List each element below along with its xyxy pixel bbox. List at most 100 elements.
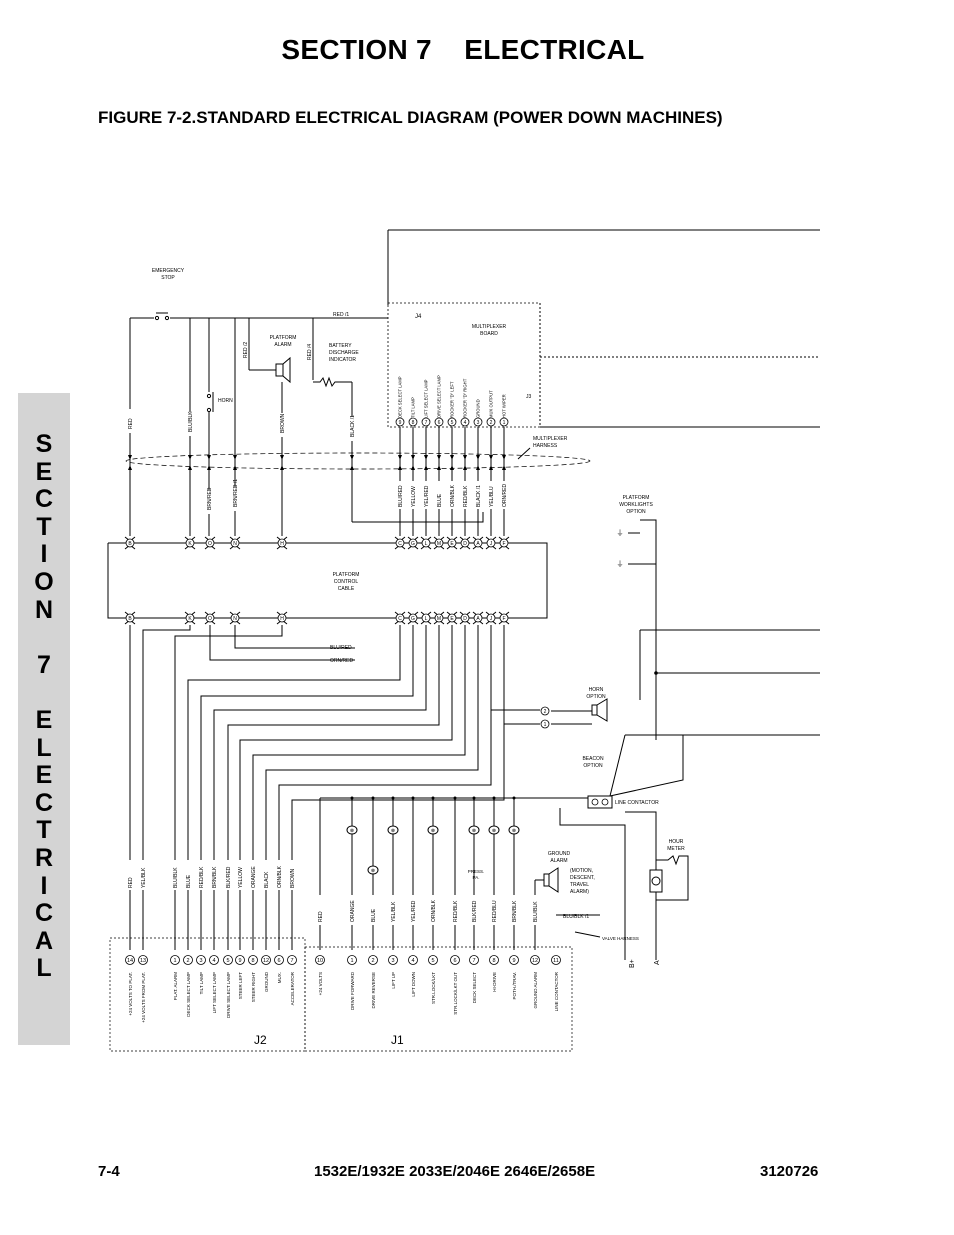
j3-pin-label: GROUND	[476, 399, 481, 418]
j2-pin-label: TILT LAMP	[199, 972, 204, 994]
connector-pin	[473, 613, 483, 623]
lower-wire-label: BRN/BLK	[512, 900, 518, 922]
label-bg	[461, 481, 469, 509]
label-bg	[278, 413, 286, 437]
side-tab-letter: E	[35, 457, 53, 486]
platform-worklights-label: OPTION	[626, 509, 646, 515]
connector-pin-label: O	[208, 616, 212, 622]
j2-pin-label: 6	[277, 958, 280, 964]
lower-wire-label: BROWN	[290, 868, 296, 888]
option-pin-label: 1	[544, 722, 547, 728]
j2-pin-label: LIFT SELECT LAMP	[212, 972, 217, 1013]
j1-pin-label: 4	[411, 958, 414, 964]
j3-pin-label: ROCKER "D" RIGHT	[463, 378, 468, 418]
valve-coil	[346, 825, 358, 835]
valve-coil-icon: ⊗	[391, 828, 395, 834]
wire-arrow	[424, 455, 428, 460]
connector-pin	[473, 538, 483, 548]
lower-wire-label: BLU/BLK	[533, 901, 539, 922]
wire	[503, 625, 540, 725]
connector-pin-label: J	[490, 616, 493, 622]
wire	[174, 625, 283, 950]
j2-pin	[138, 955, 148, 965]
j2-pin	[274, 955, 284, 965]
wire-arrow	[233, 465, 237, 470]
j2-pin	[261, 955, 271, 965]
valve-coil	[387, 825, 399, 835]
wire-arrow	[188, 455, 192, 460]
label-bg	[389, 895, 397, 925]
beacon-option-label: BEACON	[582, 756, 604, 762]
label-bg	[500, 481, 508, 509]
label-bg	[184, 860, 192, 890]
connector-pin	[421, 613, 431, 623]
hour-meter-label: HOUR	[669, 839, 684, 845]
j1-pin	[347, 955, 357, 965]
j2-label: J2	[254, 1033, 267, 1047]
junction	[512, 796, 516, 800]
model-numbers: 1532E/1932E 2033E/2046E 2646E/2658E	[314, 1163, 596, 1180]
lower-wire-label: BRN/BLK	[212, 866, 218, 888]
horn-label: HORN	[218, 398, 233, 404]
lower-wire-label: YEL/RED	[411, 900, 417, 922]
label-bg	[474, 481, 482, 509]
wire-arrow	[350, 465, 354, 470]
j3-pin	[408, 417, 418, 427]
platform-alarm-label: ALARM	[274, 342, 291, 348]
j1-pin-label: 9	[512, 958, 515, 964]
connector-pin	[460, 538, 470, 548]
wire-arrow	[207, 455, 211, 460]
lower-wire-label: YELLOW	[238, 867, 244, 888]
j1-pin	[315, 955, 325, 965]
label-bg	[396, 481, 404, 509]
j3-pin	[447, 417, 457, 427]
label-bg	[210, 860, 218, 890]
label-bg	[429, 895, 437, 925]
upper-wire-label: BRN/RED	[207, 487, 213, 510]
wire-arrow	[489, 455, 493, 460]
j1-pin	[428, 955, 438, 965]
beacon-pin	[601, 798, 609, 806]
connector-pin-label: C	[398, 616, 402, 622]
label-bg	[236, 860, 244, 890]
side-tab-letter: 7	[37, 650, 51, 679]
connector-pin-label: A	[476, 616, 480, 622]
upper-wire-label: BLACK /1	[350, 415, 356, 437]
leader-line	[517, 447, 531, 460]
j2-pin-label: PLAT. ALARM	[173, 972, 178, 1000]
valve-coil	[488, 825, 500, 835]
valve-coil	[508, 825, 520, 835]
valve-coil-icon: ⊗	[512, 828, 516, 834]
connector-pin-label: L	[425, 541, 428, 547]
j1-pin	[408, 955, 418, 965]
wire-arrow	[188, 465, 192, 470]
wire-arrow	[463, 455, 467, 460]
j2-pin-label: 12	[263, 958, 269, 964]
j1-pin-label: 6	[453, 958, 456, 964]
j2-pin-label: 2	[186, 958, 189, 964]
connector-pin-label: D	[463, 541, 467, 547]
label-bg	[171, 860, 179, 890]
valve-coil	[367, 865, 379, 875]
junction	[472, 796, 476, 800]
lower-wire-label: YEL/BLK	[141, 867, 147, 888]
j2-pin-label: 7	[290, 958, 293, 964]
junction	[453, 796, 457, 800]
wire-label: RED /2	[243, 342, 249, 358]
connector-pin	[486, 613, 496, 623]
j1-pin	[450, 955, 460, 965]
label-bg	[139, 860, 147, 890]
multiplexer-harness-label: HARNESS	[533, 443, 558, 449]
j3-pin	[421, 417, 431, 427]
j1-pin-label: DECK SELECT	[472, 972, 477, 1004]
figure-title: FIGURE 7-2.STANDARD ELECTRICAL DIAGRAM (…	[98, 108, 723, 127]
j1-pin-label: STR.LOCK/LKT OUT	[453, 972, 458, 1015]
j1-pin	[469, 955, 479, 965]
side-tab-letter: C	[34, 485, 54, 514]
j1-pin-label: HI-DRIVE	[492, 972, 497, 992]
ground-alarm-note: TRAVEL	[570, 882, 589, 888]
j2-pin-label: GROUND	[264, 971, 269, 992]
j2-pin-label: 9	[238, 958, 241, 964]
